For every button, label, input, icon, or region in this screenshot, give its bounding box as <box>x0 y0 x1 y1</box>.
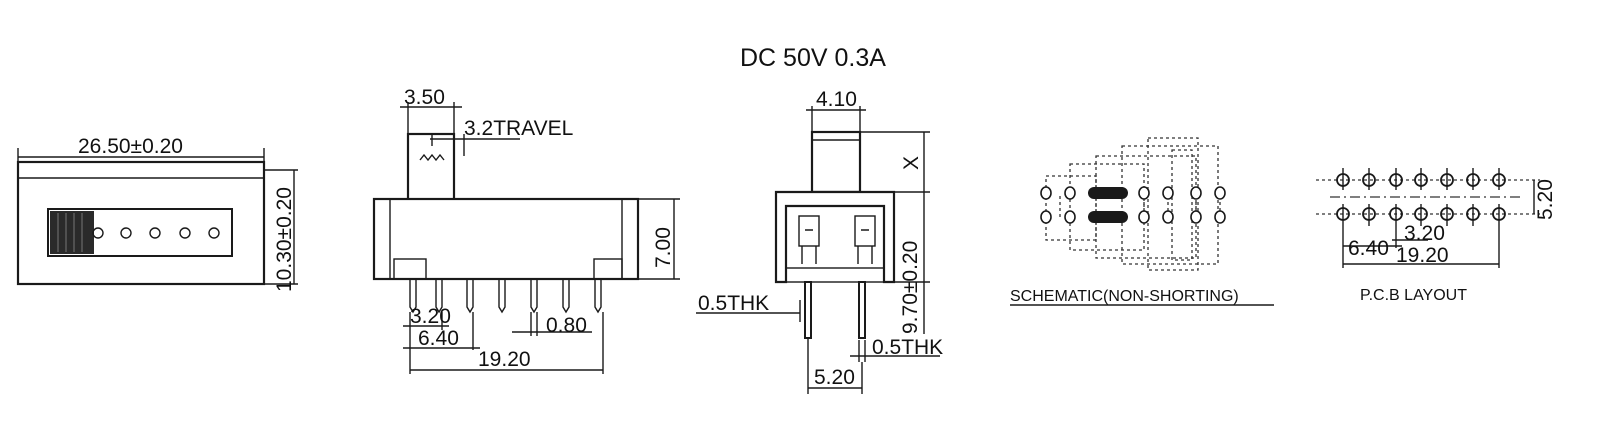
end-pin-span-dim: 5.20 <box>814 366 855 389</box>
end-actuator <box>810 130 862 194</box>
end-view: 4.10 X 9.70±0.20 0.5THK 0.5THK 5.20 <box>696 88 943 394</box>
schematic-traces <box>1045 137 1221 271</box>
pitch-mid-dim: 6.40 <box>418 327 459 350</box>
pcb-caption: P.C.B LAYOUT <box>1360 287 1467 304</box>
pcb-holes <box>1336 173 1506 221</box>
front-holes <box>92 227 220 239</box>
x-dim: X <box>900 156 923 170</box>
front-view: 26.50±0.20 10.30±0.20 <box>16 135 298 292</box>
schematic-terminals <box>1040 186 1226 224</box>
pcb-layout: 5.20 3.20 6.40 19.20 P.C.B LAYOUT <box>1316 168 1557 304</box>
pcb-span-small-dim: 6.40 <box>1348 237 1389 260</box>
schematic: SCHEMATIC(NON-SHORTING) <box>1010 137 1274 306</box>
pcb-pitch-dim: 3.20 <box>1404 222 1445 245</box>
thickness-right-dim: 0.5THK <box>872 336 943 359</box>
rating-title: DC 50V 0.3A <box>740 44 886 72</box>
side-pins <box>409 279 602 314</box>
pcb-row-spacing-dim: 5.20 <box>1534 179 1557 220</box>
schematic-caption: SCHEMATIC(NON-SHORTING) <box>1010 288 1239 305</box>
schematic-contact-bottom <box>1088 211 1128 223</box>
actuator-knurl <box>419 153 445 162</box>
end-height-dim: 9.70±0.20 <box>899 241 922 334</box>
front-slot <box>47 208 233 257</box>
front-height-dim: 10.30±0.20 <box>273 187 296 292</box>
end-contacts <box>798 215 876 264</box>
end-frame <box>774 190 896 284</box>
actuator-width-dim: 3.50 <box>404 86 445 109</box>
side-housing <box>372 197 640 281</box>
side-view: 3.50 3.2TRAVEL 7.00 3.20 6.40 0.80 19.20 <box>372 86 680 374</box>
end-actuator-width-dim: 4.10 <box>816 88 857 111</box>
front-width-dim: 26.50±0.20 <box>78 135 183 158</box>
pcb-span-total-dim: 19.20 <box>1396 244 1449 267</box>
pin-width-dim: 0.80 <box>546 314 587 337</box>
schematic-contact-top <box>1088 187 1128 199</box>
pcb-centerlines <box>1316 179 1540 215</box>
travel-dim: 3.2TRAVEL <box>464 117 573 140</box>
side-height-dim: 7.00 <box>652 227 675 268</box>
side-overall-dim: 19.20 <box>478 348 531 371</box>
front-knob <box>50 211 94 254</box>
side-actuator <box>406 132 456 202</box>
thickness-left-dim: 0.5THK <box>698 292 769 315</box>
pitch-small-dim: 3.20 <box>410 305 451 328</box>
end-pins <box>804 281 866 339</box>
pcb-hole-crosses <box>1342 168 1500 226</box>
